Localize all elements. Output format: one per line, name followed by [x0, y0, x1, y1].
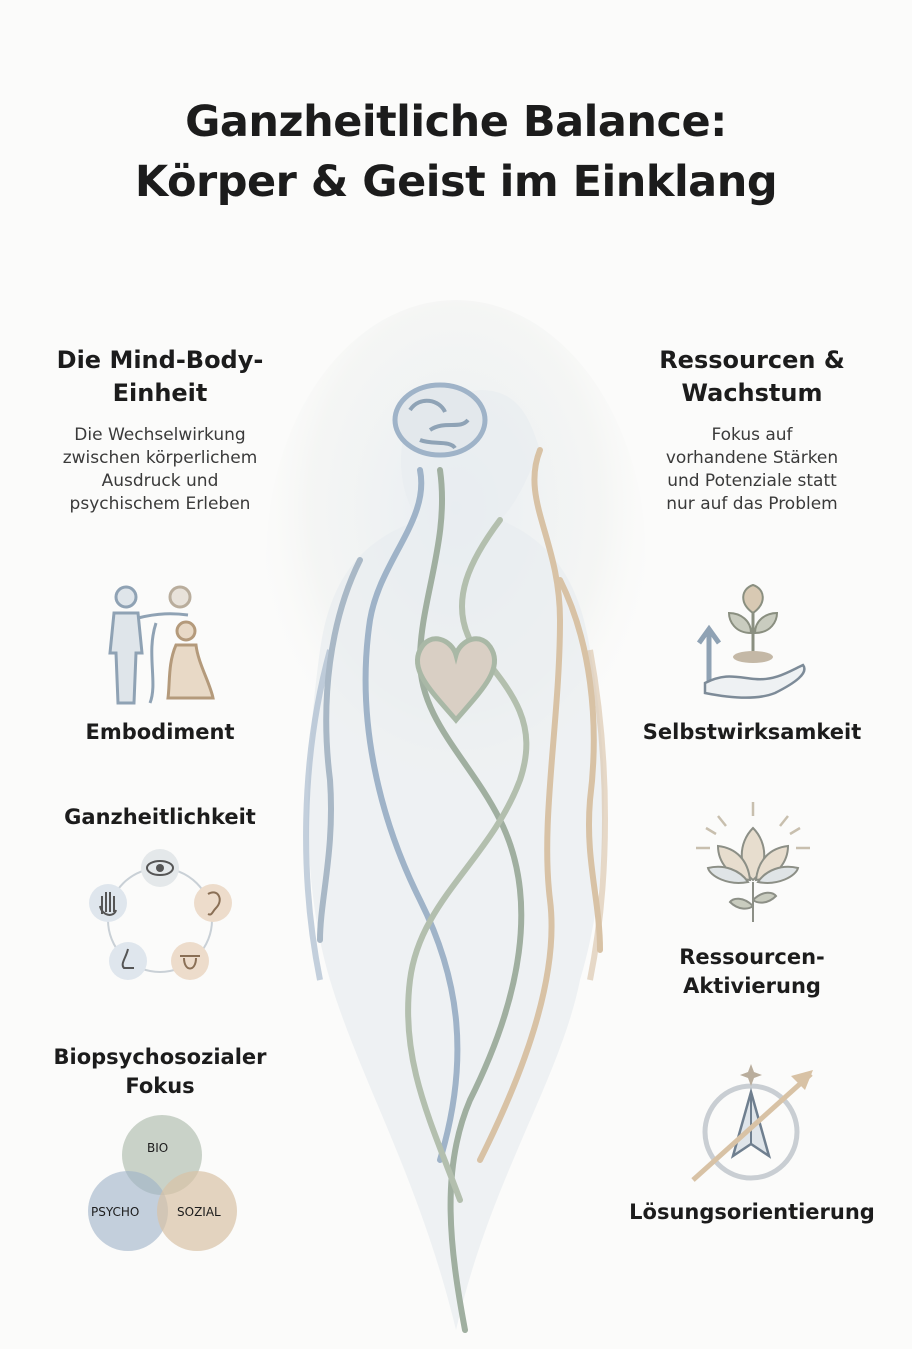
title-line-1: Ganzheitliche Balance: [185, 97, 727, 147]
body-silhouette [308, 390, 604, 1330]
description-line: psychischem Erleben [69, 494, 251, 514]
venn-sozial-label: SOZIAL [177, 1205, 221, 1219]
embodiment-figures-icon [108, 585, 215, 705]
brain-icon [392, 382, 488, 458]
heading-line: Wachstum [681, 379, 823, 407]
heading-line: Einheit [112, 379, 208, 407]
label-line: Fokus [125, 1074, 195, 1098]
heading-line: Ressourcen & [659, 346, 845, 374]
description-line: vorhandene Stärken [665, 448, 839, 468]
description-line: Fokus auf [711, 425, 793, 445]
hand-icon [89, 884, 127, 922]
five-senses-circle-icon [89, 849, 232, 980]
ressourcen-aktivierung-label: Ressourcen- Aktivierung [602, 943, 902, 1001]
venn-bio-label: BIO [147, 1141, 169, 1155]
ressourcen-heading: Ressourcen & Wachstum [602, 344, 902, 410]
label-line: Biopsychosozialer [53, 1045, 267, 1069]
title-line-2: Körper & Geist im Einklang [134, 157, 778, 207]
description-line: zwischen körperlichem [62, 448, 258, 468]
description-line: Die Wechselwirkung [74, 425, 246, 445]
mind-body-section: Die Mind-Body- Einheit Die Wechselwirkun… [10, 344, 310, 516]
heading-line: Die Mind-Body- [56, 346, 264, 374]
label-line: Aktivierung [683, 974, 821, 998]
embodiment-label: Embodiment [85, 720, 235, 744]
ressourcen-section: Ressourcen & Wachstum Fokus auf vorhande… [602, 344, 902, 516]
eye-icon [141, 849, 179, 887]
compass-icon [691, 1064, 813, 1182]
loesungsorientierung-label: Lösungsorientierung [629, 1200, 875, 1224]
nose-icon [109, 942, 147, 980]
label-line: Ressourcen- [679, 945, 825, 969]
ganzheitlichkeit-label: Ganzheitlichkeit [64, 805, 256, 829]
mind-body-description: Die Wechselwirkung zwischen körperlichem… [10, 424, 310, 516]
biopsychosozial-label: Biopsychosozialer Fokus [10, 1043, 310, 1101]
description-line: und Potenziale statt [667, 471, 837, 491]
tongue-icon [171, 942, 209, 980]
mind-body-heading: Die Mind-Body- Einheit [10, 344, 310, 410]
description-line: Ausdruck und [101, 471, 219, 491]
ear-icon [194, 884, 232, 922]
venn-diagram-icon: BIO PSYCHO SOZIAL [85, 1113, 240, 1253]
lotus-icon [696, 802, 810, 922]
hand-plant-arrow-icon [696, 583, 806, 699]
description-line: nur auf das Problem [666, 494, 838, 514]
ressourcen-description: Fokus auf vorhandene Stärken und Potenzi… [602, 424, 902, 516]
page-title: Ganzheitliche Balance: Körper & Geist im… [0, 92, 912, 212]
heart-icon [414, 636, 498, 724]
venn-psycho-label: PSYCHO [91, 1205, 140, 1219]
selbstwirksamkeit-label: Selbstwirksamkeit [642, 720, 862, 744]
